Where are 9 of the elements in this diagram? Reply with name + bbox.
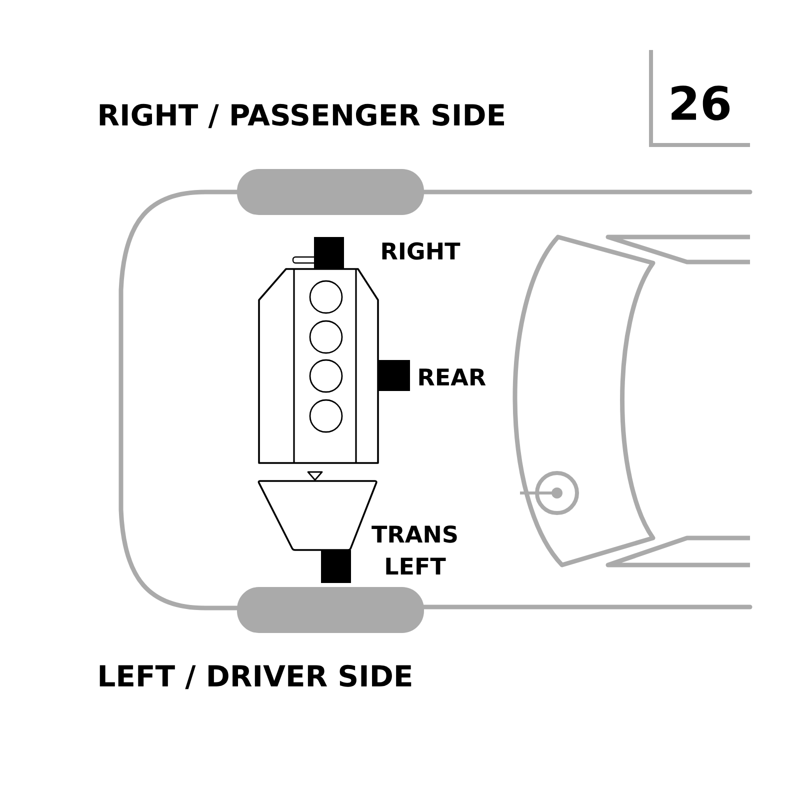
mount-block	[378, 360, 410, 391]
mount-label: REAR	[419, 368, 486, 386]
mount-label: RIGHT	[382, 242, 460, 260]
side-label: LEFT / DRIVER SIDE	[100, 664, 412, 690]
side-label: RIGHT / PASSENGER SIDE	[100, 104, 504, 128]
diagram-number: 26	[672, 86, 730, 120]
mount-block	[314, 237, 344, 269]
mount-block	[321, 550, 351, 583]
mount-label: TRANS LEFT	[372, 525, 457, 575]
